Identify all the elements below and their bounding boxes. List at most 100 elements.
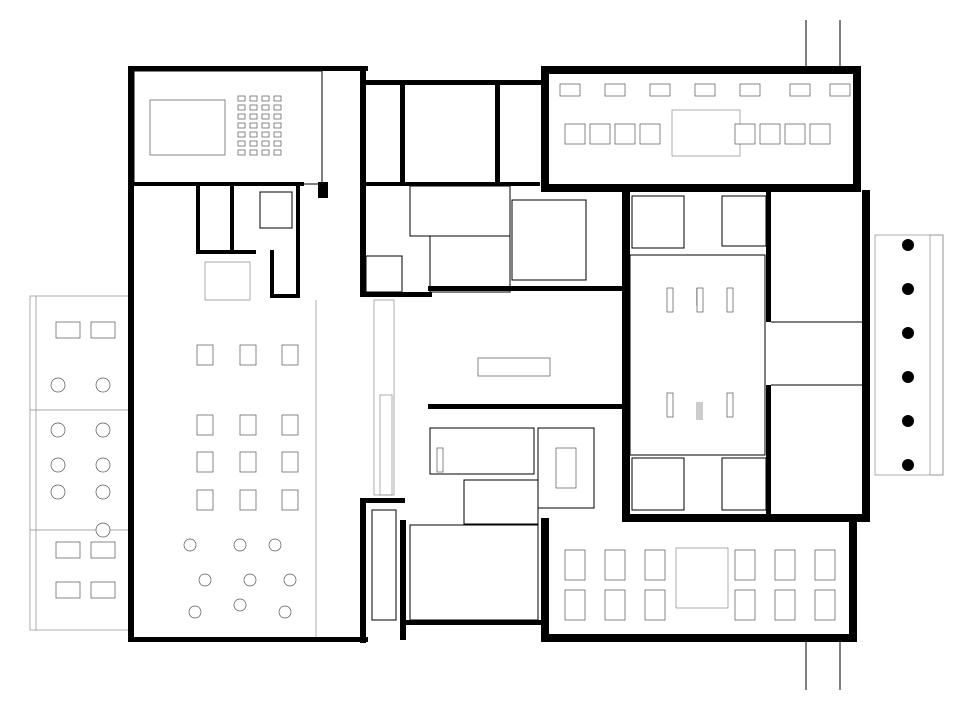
seat [249,104,258,111]
terrace-table-round [50,422,66,438]
seat [273,122,282,129]
desk [759,123,781,145]
table [281,489,299,511]
porch-column [902,283,914,295]
central-block [360,66,628,643]
seat [237,149,246,156]
desk [564,123,586,145]
terrace-table [90,541,116,559]
terrace-table-round [95,522,111,538]
terrace-table-round [95,484,111,500]
desk [589,123,611,145]
seat [261,131,270,138]
seat [237,113,246,120]
terrace-table [90,581,116,599]
seat [237,131,246,138]
study-table [734,589,756,621]
south-east-wing [541,518,857,642]
table [196,414,214,436]
terrace-table-round [95,377,111,393]
table [281,344,299,366]
seat [249,113,258,120]
study-table [564,589,586,621]
round-table [183,538,197,552]
bench [726,392,734,418]
furniture [50,83,851,621]
study-table [774,549,796,581]
workstation [739,83,761,97]
seat [261,140,270,147]
terrace-table-round [50,377,66,393]
south-steps [805,642,841,690]
west-terrace [29,295,131,631]
table [239,344,257,366]
study-table [644,589,666,621]
seat [273,95,282,102]
bench [666,287,674,313]
round-table [268,538,282,552]
table [281,414,299,436]
round-table [283,573,297,587]
desk [734,123,756,145]
porch-column [902,239,914,251]
round-table [233,538,247,552]
round-table [243,573,257,587]
study-table [604,549,626,581]
table [281,451,299,473]
terrace-table [55,321,81,339]
study-table [734,549,756,581]
north-steps [805,20,841,66]
conference-table [149,99,226,156]
terrace-table-round [95,457,111,473]
seat [261,122,270,129]
desk [784,123,806,145]
terrace-table-round [50,484,66,500]
table [196,451,214,473]
seat [261,113,270,120]
terrace-table [55,541,81,559]
seat [237,104,246,111]
seat [249,140,258,147]
workstation [559,83,581,97]
study-table [774,589,796,621]
table [196,344,214,366]
study-table [564,549,586,581]
porch-column [902,371,914,383]
west-hall [128,66,368,642]
study-table [604,589,626,621]
desk [809,123,831,145]
terrace-table [90,321,116,339]
workstation [694,83,716,97]
seat [273,104,282,111]
seat [249,95,258,102]
seat [261,95,270,102]
seat [273,149,282,156]
seat [273,131,282,138]
bench [726,287,734,313]
porch-column [902,459,914,471]
workstation [604,83,626,97]
seat [249,149,258,156]
study-table [814,549,836,581]
study-table [814,589,836,621]
terrace-table-round [95,422,111,438]
table [196,489,214,511]
terrace-table [55,581,81,599]
seat [261,149,270,156]
round-table [198,573,212,587]
workstation [829,83,851,97]
seat [249,131,258,138]
seat [273,140,282,147]
east-porch [874,234,944,476]
round-table [278,605,292,619]
seat [237,140,246,147]
round-table [233,598,247,612]
seat [249,122,258,129]
table [239,451,257,473]
table [239,489,257,511]
terrace-table-round [50,457,66,473]
seat [237,122,246,129]
study-table [644,549,666,581]
workstation [789,83,811,97]
porch-column [902,327,914,339]
